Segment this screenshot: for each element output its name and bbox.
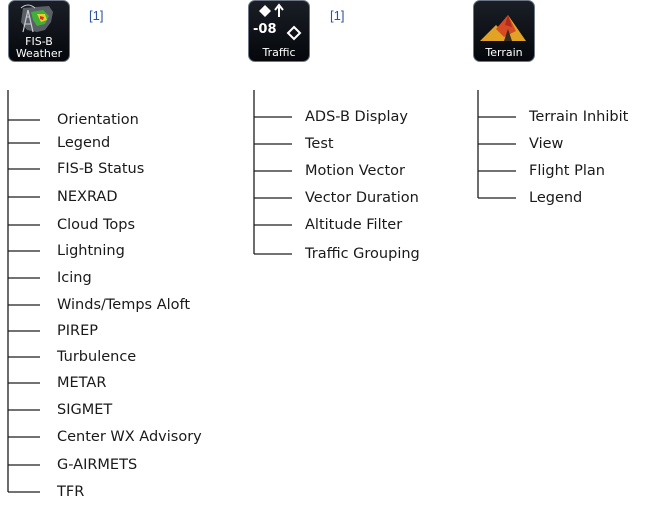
terrain-mountain-icon — [480, 15, 526, 41]
terrain-item-flight-plan[interactable]: Flight Plan — [529, 163, 605, 179]
fisb-item-cloud-tops[interactable]: Cloud Tops — [57, 217, 136, 233]
terrain-item-terrain-inhibit[interactable]: Terrain Inhibit — [529, 109, 629, 125]
traffic-footnote: [1] — [330, 8, 345, 23]
fisb-item-orientation[interactable]: Orientation — [57, 112, 139, 128]
terrain-item-view[interactable]: View — [529, 136, 564, 152]
traffic-tile[interactable]: -08 Traffic — [248, 0, 310, 62]
traffic-tile-label: Traffic — [262, 46, 296, 59]
terrain-tile[interactable]: Terrain — [473, 0, 535, 62]
fisb-tree — [7, 90, 40, 493]
fisb-item-sigmet[interactable]: SIGMET — [57, 402, 113, 418]
fisb-footnote: [1] — [89, 8, 104, 23]
fisb-item-metar[interactable]: METAR — [57, 375, 107, 391]
traffic-item-traffic-grouping[interactable]: Traffic Grouping — [305, 246, 420, 262]
traffic-item-motion-vector[interactable]: Motion Vector — [305, 163, 405, 179]
fisb-item-nexrad[interactable]: NEXRAD — [57, 189, 118, 205]
fisb-item-tfr[interactable]: TFR — [57, 484, 85, 500]
fisb-item-fisb-status[interactable]: FIS-B Status — [57, 161, 145, 177]
traffic-altitude-text: -08 — [253, 22, 277, 37]
fisb-item-g-airmets[interactable]: G-AIRMETS — [57, 457, 138, 473]
fisb-item-winds-temps-aloft[interactable]: Winds/Temps Aloft — [57, 297, 191, 313]
traffic-item-test[interactable]: Test — [305, 136, 334, 152]
terrain-tree — [477, 90, 516, 199]
fisb-tile-label-line2: Weather — [15, 47, 63, 60]
fisb-weather-tile[interactable]: FIS-B Weather — [8, 0, 70, 62]
fisb-item-center-wx-advisory[interactable]: Center WX Advisory — [57, 429, 202, 445]
traffic-item-altitude-filter[interactable]: Altitude Filter — [305, 217, 403, 233]
weather-radar-tower-icon — [20, 4, 53, 33]
terrain-item-legend[interactable]: Legend — [529, 190, 583, 206]
traffic-symbol-icon: -08 — [253, 3, 302, 41]
fisb-item-lightning[interactable]: Lightning — [57, 243, 125, 259]
fisb-item-icing[interactable]: Icing — [57, 270, 92, 286]
terrain-tile-label: Terrain — [485, 46, 523, 59]
fisb-item-pirep[interactable]: PIREP — [57, 323, 99, 339]
traffic-tree — [253, 90, 292, 255]
fisb-item-turbulence[interactable]: Turbulence — [57, 349, 137, 365]
fisb-item-legend[interactable]: Legend — [57, 135, 111, 151]
fisb-tile-label-line1: FIS-B — [25, 35, 53, 48]
traffic-item-vector-duration[interactable]: Vector Duration — [305, 190, 419, 206]
traffic-item-adsb-display[interactable]: ADS-B Display — [305, 109, 409, 125]
